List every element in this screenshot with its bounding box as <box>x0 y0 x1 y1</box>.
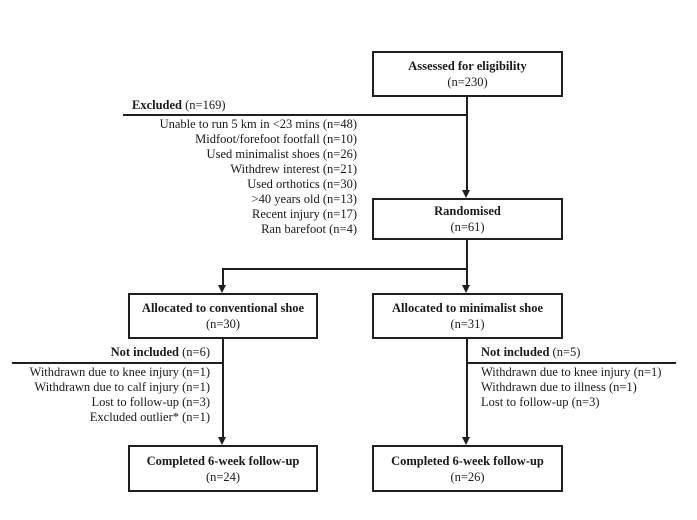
not-included-left-label-bold: Not included <box>110 345 183 359</box>
arrowhead-into-completed-right-icon <box>462 437 470 445</box>
completed-followup-right-title: Completed 6-week follow-up <box>391 453 544 468</box>
completed-followup-left-count: (n=24) <box>205 469 241 484</box>
connector-conventional-to-completed <box>222 339 224 438</box>
excluded-reason-item: Recent injury (n=17) <box>252 207 357 221</box>
not-included-left-rule-line <box>12 362 223 364</box>
allocated-conventional-title: Allocated to conventional shoe <box>141 301 305 315</box>
not-included-right-rule-line <box>466 362 676 364</box>
not-included-left-label-count: (n=6) <box>182 345 210 359</box>
not-included-left-item: Lost to follow-up (n=3) <box>91 395 211 409</box>
not-included-right-item: Lost to follow-up (n=3) <box>481 395 600 409</box>
assessed-eligibility-title: Assessed for eligibility <box>408 59 527 73</box>
excluded-rule-line <box>123 114 467 116</box>
excluded-label-count: (n=169) <box>185 98 226 112</box>
connector-branch-left <box>222 268 224 286</box>
assessed-eligibility-count: (n=230) <box>447 75 488 89</box>
connector-minimalist-to-completed <box>466 339 468 438</box>
not-included-right-label-bold: Not included <box>481 345 553 359</box>
allocated-minimalist-count: (n=31) <box>450 317 485 331</box>
excluded-reason-item: Used minimalist shoes (n=26) <box>206 147 357 161</box>
excluded-reason-item: >40 years old (n=13) <box>251 192 357 206</box>
arrowhead-into-minimalist-icon <box>462 285 470 293</box>
completed-followup-left-box: Completed 6-week follow-up (n=24) <box>128 445 318 492</box>
not-included-right-label-count: (n=5) <box>552 345 581 359</box>
not-included-left-list: Withdrawn due to knee injury (n=1) Withd… <box>0 365 210 425</box>
excluded-label-bold: Excluded <box>132 98 186 112</box>
excluded-reason-item: Ran barefoot (n=4) <box>261 222 357 236</box>
connector-assessed-to-randomised <box>466 97 468 191</box>
not-included-left-item: Withdrawn due to calf injury (n=1) <box>34 380 210 394</box>
not-included-right-label: Not included (n=5) <box>481 345 580 360</box>
completed-followup-left-title: Completed 6-week follow-up <box>146 453 300 468</box>
allocated-conventional-count: (n=30) <box>205 317 241 331</box>
arrowhead-into-completed-left-icon <box>218 437 226 445</box>
excluded-label: Excluded (n=169) <box>132 98 226 113</box>
not-included-right-item: Withdrawn due to knee injury (n=1) <box>481 365 662 379</box>
assessed-eligibility-box: Assessed for eligibility (n=230) <box>372 51 563 97</box>
connector-split-horizontal <box>222 268 467 270</box>
randomised-title: Randomised <box>434 204 501 218</box>
not-included-left-item: Withdrawn due to knee injury (n=1) <box>29 365 210 379</box>
randomised-box: Randomised (n=61) <box>372 198 563 240</box>
connector-branch-right <box>466 268 468 286</box>
allocated-minimalist-title: Allocated to minimalist shoe <box>391 301 544 315</box>
not-included-right-list: Withdrawn due to knee injury (n=1) Withd… <box>481 365 697 410</box>
arrowhead-into-conventional-icon <box>218 285 226 293</box>
not-included-left-item: Excluded outlier* (n=1) <box>89 410 210 424</box>
not-included-left-label: Not included (n=6) <box>111 345 210 360</box>
allocated-minimalist-box: Allocated to minimalist shoe (n=31) <box>372 293 563 339</box>
completed-followup-right-count: (n=26) <box>450 469 485 484</box>
excluded-reason-item: Unable to run 5 km in <23 mins (n=48) <box>159 117 357 131</box>
excluded-reason-item: Withdrew interest (n=21) <box>230 162 357 176</box>
not-included-right-item: Withdrawn due to illness (n=1) <box>481 380 637 394</box>
connector-randomised-down <box>466 240 468 269</box>
completed-followup-right-box: Completed 6-week follow-up (n=26) <box>372 445 563 492</box>
randomised-count: (n=61) <box>450 220 485 234</box>
excluded-reason-item: Used orthotics (n=30) <box>247 177 357 191</box>
excluded-reason-item: Midfoot/forefoot footfall (n=10) <box>195 132 357 146</box>
arrowhead-into-randomised-icon <box>462 190 470 198</box>
allocated-conventional-box: Allocated to conventional shoe (n=30) <box>128 293 318 339</box>
excluded-reasons-list: Unable to run 5 km in <23 mins (n=48) Mi… <box>57 117 357 237</box>
